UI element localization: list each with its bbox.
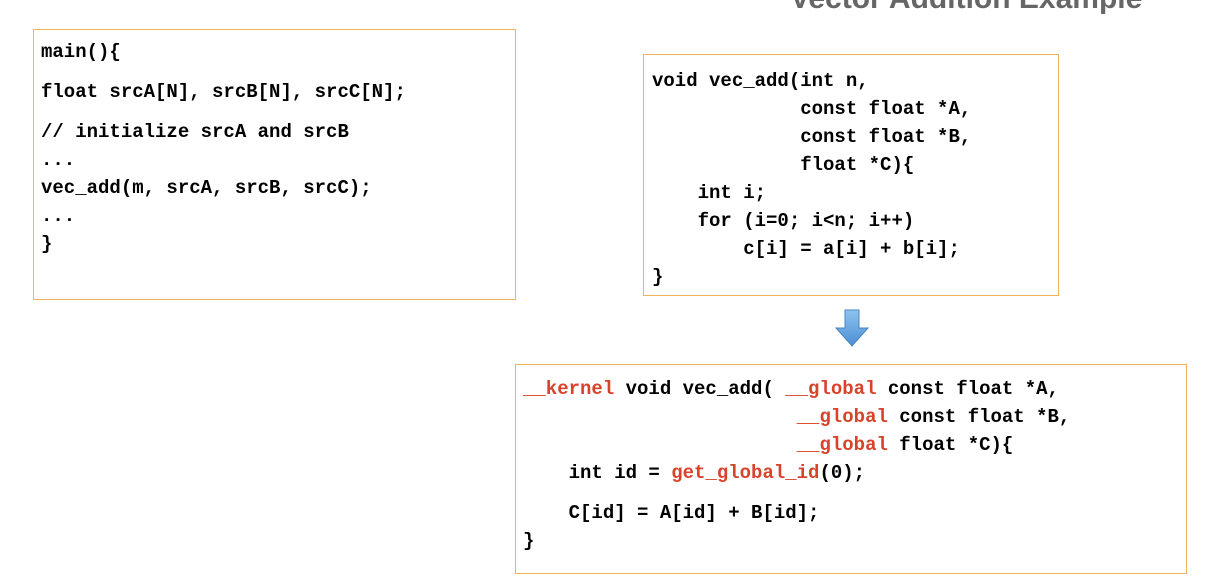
code-line: float *C){ bbox=[652, 154, 915, 176]
kernel-qualifier: __kernel bbox=[523, 378, 615, 400]
c-function-code: void vec_add(int n, const float *A, cons… bbox=[652, 67, 1058, 291]
code-line: vec_add(m, srcA, srcB, srcC); bbox=[41, 177, 372, 199]
code-line: // initialize srcA and srcB bbox=[41, 121, 349, 143]
kernel-code: __kernel void vec_add( __global const fl… bbox=[523, 375, 1186, 555]
code-indent bbox=[523, 434, 797, 456]
code-text: int id = bbox=[523, 462, 672, 484]
code-line: const float *B, bbox=[652, 126, 972, 148]
code-line: for (i=0; i<n; i++) bbox=[652, 210, 915, 232]
global-qualifier: __global bbox=[796, 434, 888, 456]
code-line: __global const float *B, bbox=[523, 403, 1186, 431]
c-function-box: void vec_add(int n, const float *A, cons… bbox=[643, 54, 1059, 296]
kernel-code-box: __kernel void vec_add( __global const fl… bbox=[515, 364, 1187, 574]
code-text: void vec_add( bbox=[614, 378, 786, 400]
code-line: __kernel void vec_add( __global const fl… bbox=[523, 375, 1186, 403]
host-code: main(){ float srcA[N], srcB[N], srcC[N]; /… bbox=[41, 38, 515, 258]
code-line: } bbox=[41, 233, 53, 255]
host-code-box: main(){ float srcA[N], srcB[N], srcC[N]; /… bbox=[33, 29, 516, 300]
slide-title: Vector Addition Example bbox=[790, 0, 1210, 14]
code-line: C[id] = A[id] + B[id]; bbox=[523, 502, 820, 524]
code-line: main(){ bbox=[41, 41, 121, 63]
code-line: ... bbox=[41, 149, 76, 171]
code-line: const float *A, bbox=[652, 98, 972, 120]
code-line: int i; bbox=[652, 182, 767, 204]
global-qualifier: __global bbox=[796, 406, 888, 428]
code-text: const float *A, bbox=[876, 378, 1059, 400]
builtin-function: get_global_id bbox=[671, 462, 820, 484]
down-arrow-icon bbox=[834, 309, 870, 347]
code-text: const float *B, bbox=[887, 406, 1071, 428]
code-line: } bbox=[523, 530, 535, 552]
code-line: } bbox=[652, 266, 664, 288]
code-line: __global float *C){ bbox=[523, 431, 1186, 459]
code-line: ... bbox=[41, 205, 76, 227]
code-line: float srcA[N], srcB[N], srcC[N]; bbox=[41, 81, 406, 103]
code-line: void vec_add(int n, bbox=[652, 70, 869, 92]
code-text: float *C){ bbox=[887, 434, 1014, 456]
code-line: c[i] = a[i] + b[i]; bbox=[652, 238, 960, 260]
global-qualifier: __global bbox=[785, 378, 877, 400]
code-line: int id = get_global_id(0); bbox=[523, 459, 1186, 499]
code-text: (0); bbox=[819, 462, 866, 484]
code-indent bbox=[523, 406, 797, 428]
